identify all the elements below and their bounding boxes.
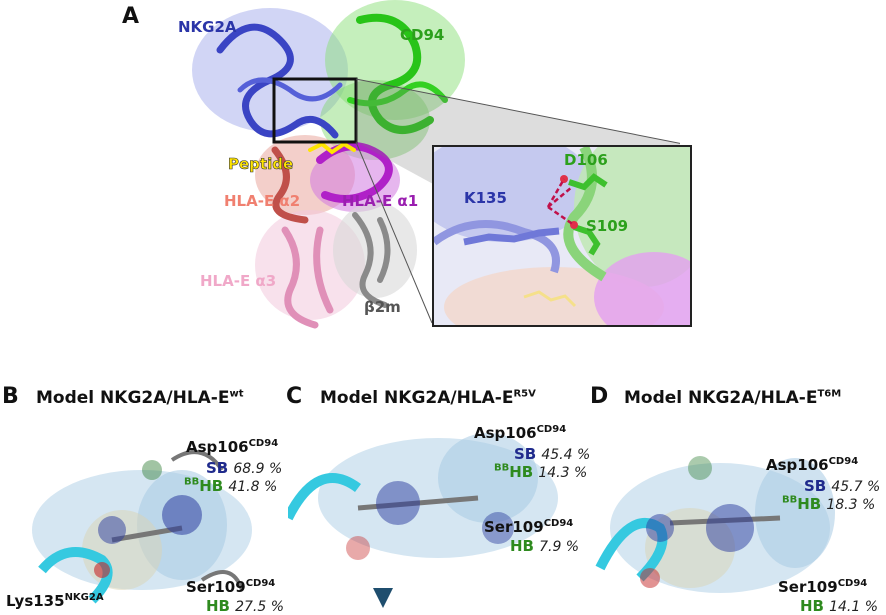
panel-d-asp-sup: CD94 — [828, 456, 859, 467]
inset-label-s109: S109 — [586, 217, 629, 235]
panel-b-ser-hb: HB — [206, 597, 230, 615]
d106-sidechain — [568, 173, 608, 191]
panel-c-title: Model NKG2A/HLA-ER5V — [320, 388, 536, 408]
panel-b-hb-row: BBHB 41.8 % — [184, 476, 277, 495]
peptide-sticks — [308, 141, 356, 155]
panel-d-sb-pct: 45.7 % — [831, 479, 881, 495]
label-peptide: Peptide — [228, 155, 294, 174]
panel-d-asp-res: Asp106 — [766, 456, 829, 474]
panel-b-title: Model NKG2A/HLA-Ewt — [36, 388, 244, 408]
panel-d-asp106: Asp106CD94 — [766, 456, 858, 474]
salt-bridge-lines — [546, 178, 575, 227]
panel-d-ser-sup: CD94 — [837, 578, 868, 589]
label-hla-a2: HLA-E α2 — [224, 192, 301, 210]
panel-c-hb: HB — [509, 463, 534, 481]
panel-c-ser109: Ser109CD94 — [484, 518, 573, 536]
panel-c-hb-row: BBHB 14.3 % — [494, 462, 587, 481]
panel-c-sb-pct: 45.4 % — [541, 447, 591, 463]
panel-c-ser-hb: HB — [510, 537, 534, 555]
panel-c-sb-row: SB 45.4 % — [514, 444, 590, 463]
panel-c-title-sup: R5V — [513, 388, 536, 400]
cd94-ribbon — [356, 13, 434, 134]
panel-b-ser-sup: CD94 — [245, 578, 276, 589]
panel-d-sb-row: SB 45.7 % — [804, 476, 880, 495]
panel-d-title-main: Model NKG2A/HLA-E — [624, 388, 818, 408]
nkg2a-ribbon-2 — [237, 77, 343, 102]
panel-d-ser109: Ser109CD94 — [778, 578, 867, 596]
k135-sidechain — [463, 227, 560, 246]
panel-c-title-main: Model NKG2A/HLA-E — [320, 388, 514, 408]
label-hla-a1: HLA-E α1 — [342, 192, 419, 210]
label-hla-a3: HLA-E α3 — [200, 272, 277, 290]
panel-b-title-main: Model NKG2A/HLA-E — [36, 388, 230, 408]
label-b2m: β2m — [364, 298, 401, 316]
panel-d-ser-hb-row: HB 14.1 % — [800, 596, 878, 615]
panel-c-asp106: Asp106CD94 — [474, 424, 566, 442]
hla-a3-ribbon — [281, 226, 334, 329]
s109-sidechain — [573, 224, 601, 256]
panel-d-scene — [595, 456, 835, 593]
inset-structure — [434, 147, 690, 325]
b2m-ribbon — [352, 212, 391, 308]
panel-d-hb-row: BBHB 18.3 % — [782, 494, 875, 513]
inset-label-d106: D106 — [564, 151, 608, 169]
b2m-surface — [333, 202, 417, 298]
panel-c-bb: BB — [494, 462, 510, 474]
panel-b-sb: SB — [206, 459, 229, 477]
panel-b-asp-sup: CD94 — [248, 438, 279, 449]
panel-b-bb: BB — [184, 476, 200, 488]
zoom-box — [272, 77, 358, 144]
inset-label-k135: K135 — [464, 189, 507, 207]
panel-c-ser-sup: CD94 — [543, 518, 574, 529]
panel-a-letter: A — [122, 4, 140, 29]
panel-b-sb-pct: 68.9 % — [233, 461, 283, 477]
panel-c-ser-hb-row: HB 7.9 % — [510, 536, 579, 555]
panel-d-sb: SB — [804, 477, 827, 495]
panel-b-ser-pct: 27.5 % — [235, 599, 285, 615]
panel-c-hb-pct: 14.3 % — [538, 465, 588, 481]
panel-b-lys-sup: NKG2A — [64, 592, 104, 603]
panel-d-bb: BB — [782, 494, 798, 506]
panel-d-ser-hb: HB — [800, 597, 824, 615]
panel-d-title-sup: T6M — [817, 388, 842, 400]
panel-c-ser-res: Ser109 — [484, 518, 544, 536]
panel-c-asp-res: Asp106 — [474, 424, 537, 442]
panel-d-ser-pct: 14.1 % — [829, 599, 879, 615]
label-nkg2a: NKG2A — [178, 18, 237, 36]
nkg2a-ribbon — [216, 23, 339, 139]
panel-d-hb: HB — [797, 495, 822, 513]
panel-b-ser-hb-row: HB 27.5 % — [206, 596, 284, 615]
panel-d-title: Model NKG2A/HLA-ET6M — [624, 388, 841, 408]
panel-b-scene — [32, 450, 252, 604]
zoom-inset: K135 D106 S109 — [432, 145, 692, 327]
panel-b-lys135: Lys135NKG2A — [6, 592, 104, 610]
cd94-ribbon-2 — [347, 81, 448, 107]
panel-b-letter: B — [2, 384, 19, 409]
panel-b-ser109: Ser109CD94 — [186, 578, 275, 596]
panel-c-ser-pct: 7.9 % — [539, 539, 580, 555]
panel-b-ser-res: Ser109 — [186, 578, 246, 596]
panel-b-lys-res: Lys135 — [6, 592, 65, 610]
label-cd94: CD94 — [400, 26, 445, 44]
panel-b-title-sup: wt — [229, 388, 244, 400]
panel-b-asp-res: Asp106 — [186, 438, 249, 456]
panel-c-scene — [288, 433, 558, 608]
panel-d-hb-pct: 18.3 % — [826, 497, 876, 513]
hla-a2-ribbon — [271, 146, 309, 224]
panel-c-letter: C — [286, 384, 303, 409]
panel-b-hb: HB — [199, 477, 224, 495]
panel-c-sb: SB — [514, 445, 537, 463]
panel-c-asp-sup: CD94 — [536, 424, 567, 435]
panel-b-sb-row: SB 68.9 % — [206, 458, 282, 477]
panel-d-ser-res: Ser109 — [778, 578, 838, 596]
panel-d-letter: D — [590, 384, 609, 409]
panel-b-asp106: Asp106CD94 — [186, 438, 278, 456]
panel-b-hb-pct: 41.8 % — [228, 479, 278, 495]
